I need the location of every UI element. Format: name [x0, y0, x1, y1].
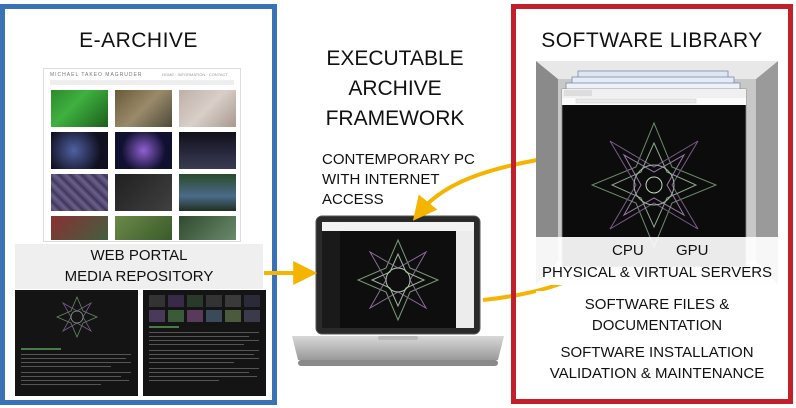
site-filter-bar [50, 80, 234, 85]
web-portal-label-box: WEB PORTAL MEDIA REPOSITORY [15, 244, 263, 289]
thumbnail [51, 174, 108, 211]
site-nav: HOME · INFORMATION · CONTACT [162, 72, 228, 77]
framework-title-line-1: EXECUTABLE ARCHIVE [326, 47, 464, 100]
documentation-label: DOCUMENTATION [591, 317, 723, 334]
software-library-title: SOFTWARE LIBRARY [541, 29, 763, 52]
e-archive-title: E-ARCHIVE [79, 29, 198, 52]
thumbnail [51, 132, 108, 169]
pc-label-line-3: ACCESS [322, 191, 384, 208]
thumbnail [179, 90, 236, 127]
software-installation-label: SOFTWARE INSTALLATION [560, 344, 754, 361]
laptop-illustration [292, 215, 504, 366]
software-files-label: SOFTWARE FILES & [584, 296, 730, 313]
media-page-screenshot-1 [15, 290, 138, 396]
thumbnail [51, 216, 108, 240]
e-archive-panel: E-ARCHIVE MICHAEL TAKEO MAGRUDER HOME · … [0, 4, 277, 405]
thumbnail [115, 216, 172, 240]
server-label-box [536, 237, 778, 285]
thumbnail [115, 174, 172, 211]
gpu-label: GPU [676, 242, 709, 259]
software-info-box: SOFTWARE FILES & DOCUMENTATION SOFTWARE … [536, 291, 778, 387]
media-page-screenshot-2 [143, 290, 266, 396]
thumbnail [115, 132, 172, 169]
framework-title: EXECUTABLE ARCHIVE FRAMEWORK [280, 44, 510, 134]
media-repository-label: MEDIA REPOSITORY [64, 268, 214, 285]
archive-website-screenshot: MICHAEL TAKEO MAGRUDER HOME · INFORMATIO… [43, 68, 241, 242]
pc-label-line-1: CONTEMPORARY PC [322, 151, 475, 168]
thumbnail [179, 132, 236, 169]
servers-label: PHYSICAL & VIRTUAL SERVERS [541, 264, 773, 281]
web-portal-label: WEB PORTAL [90, 247, 188, 264]
validation-maintenance-label: VALIDATION & MAINTENANCE [549, 365, 765, 382]
thumbnail [115, 90, 172, 127]
thumbnail [179, 216, 236, 240]
framework-title-line-2: FRAMEWORK [325, 107, 465, 130]
thumbnail [179, 174, 236, 211]
pc-label-line-2: WITH INTERNET [322, 171, 440, 188]
contemporary-pc-label: CONTEMPORARY PC WITH INTERNET ACCESS [322, 150, 475, 210]
site-header: MICHAEL TAKEO MAGRUDER [50, 72, 143, 78]
software-library-panel: SOFTWARE LIBRARY [511, 4, 793, 404]
thumbnail [51, 90, 108, 127]
cpu-label: CPU [612, 242, 644, 259]
server-room-illustration: CPU GPU PHYSICAL & VIRTUAL SERVERS [536, 61, 778, 285]
